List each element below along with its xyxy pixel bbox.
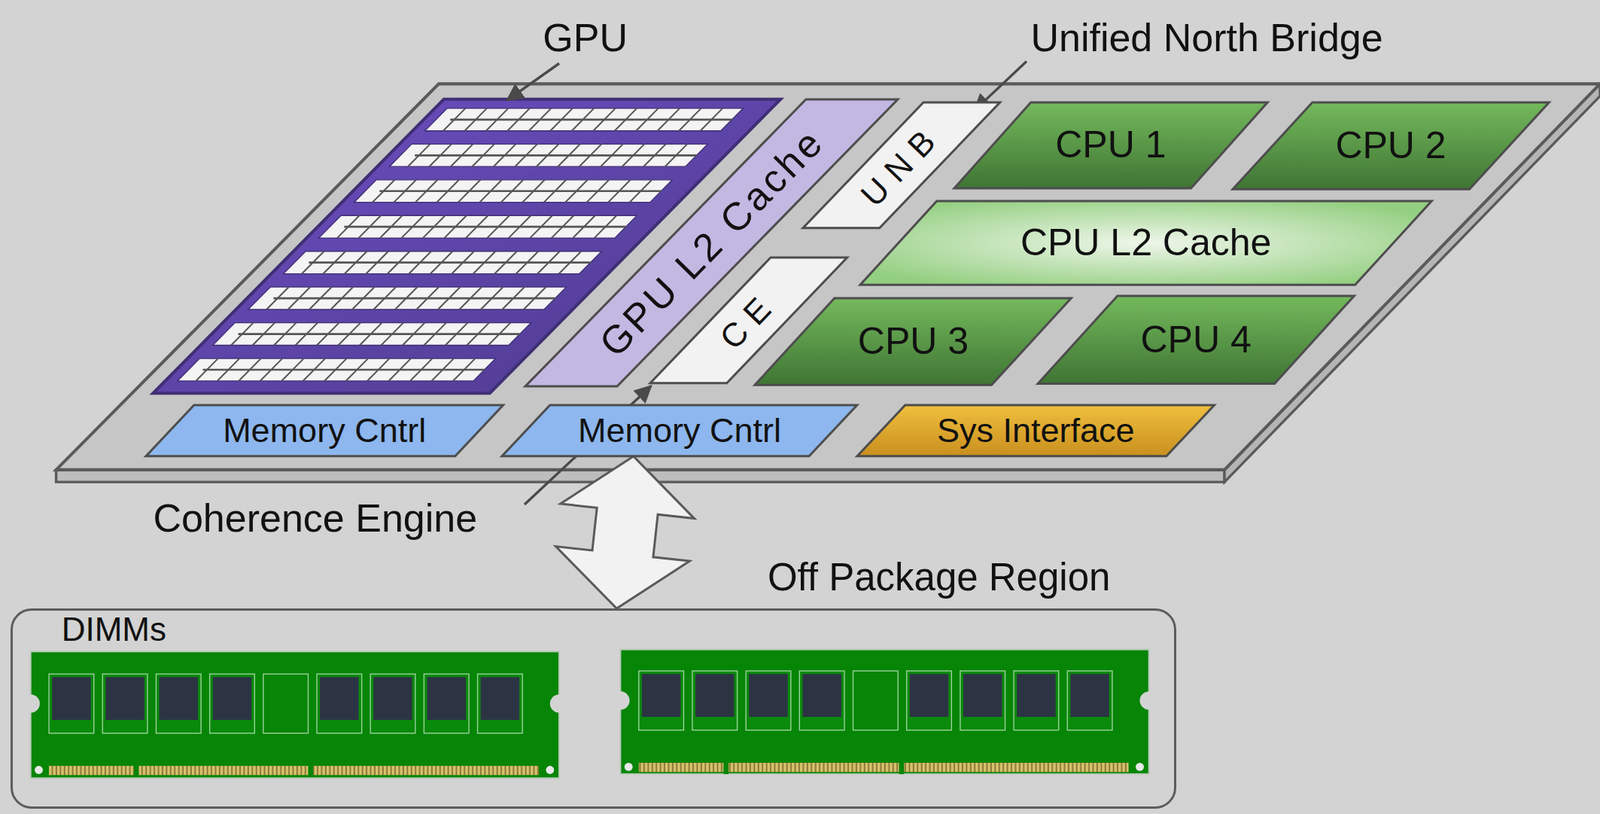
region-box: Off Package RegionDIMMs bbox=[10, 608, 1178, 809]
block-label: CPU 1 bbox=[1055, 124, 1166, 166]
block-box: Memory Cntrl bbox=[501, 404, 858, 457]
callout-label: Unified North Bridge bbox=[1030, 16, 1383, 60]
block-box: CPU 4 bbox=[1037, 295, 1354, 384]
leader-line bbox=[507, 63, 560, 101]
block-label: CPU L2 Cache bbox=[1020, 222, 1272, 264]
block-box: Memory Cntrl bbox=[146, 404, 504, 457]
region-label: DIMMs bbox=[61, 611, 167, 648]
block-box: CPU 2 bbox=[1232, 102, 1549, 189]
dram-chips bbox=[48, 670, 1113, 734]
block-box: CPU 3 bbox=[754, 298, 1071, 385]
block-label: CPU 2 bbox=[1335, 124, 1446, 167]
block-label: Sys Interface bbox=[936, 411, 1135, 450]
block-box: CPU 1 bbox=[954, 102, 1268, 189]
dimm-module bbox=[21, 650, 569, 778]
callout-label: GPU bbox=[542, 16, 628, 60]
region-heading: Off Package Region bbox=[767, 556, 1111, 599]
block-label: CPU 4 bbox=[1140, 319, 1251, 361]
block-label: Memory Cntrl bbox=[577, 411, 782, 450]
block-label: CPU 3 bbox=[857, 320, 969, 362]
callout-label: Coherence Engine bbox=[152, 496, 478, 540]
block-box: CPU L2 Cache bbox=[860, 200, 1432, 285]
package-slab bbox=[56, 83, 1600, 470]
block-box: Sys Interface bbox=[857, 404, 1215, 457]
block-arrow bbox=[556, 456, 695, 609]
block-label: Memory Cntrl bbox=[222, 411, 426, 450]
dimm-module bbox=[611, 649, 1159, 774]
